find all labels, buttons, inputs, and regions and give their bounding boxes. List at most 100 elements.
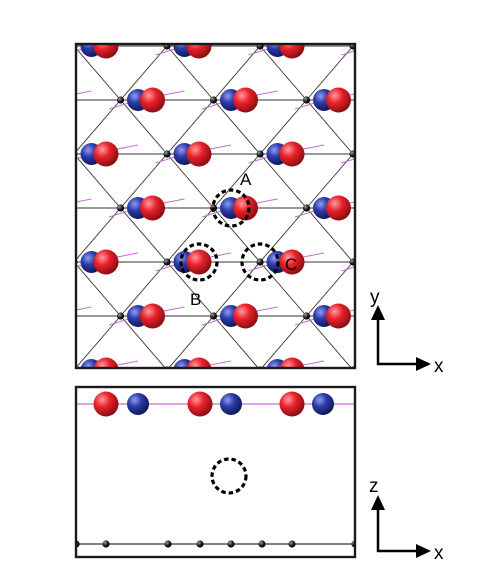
bond-line	[259, 261, 307, 317]
bond-line	[120, 207, 168, 263]
red-atom	[326, 87, 351, 113]
z-axis-label: z	[369, 476, 379, 497]
bond-line	[76, 315, 121, 368]
bond-line	[0, 100, 28, 154]
bond-line	[352, 153, 355, 158]
top-view-axes: y x	[370, 287, 444, 377]
bond-line	[0, 46, 28, 100]
bond-line	[16, 100, 45, 109]
bond-line	[0, 208, 28, 262]
red-atom	[326, 303, 351, 329]
bond-line	[371, 370, 390, 379]
site-c-marker	[240, 242, 280, 282]
bond-line	[0, 145, 45, 154]
side-view-atoms	[76, 391, 355, 548]
side-view-frame	[74, 385, 357, 559]
bond-line	[120, 153, 168, 209]
bond-line	[400, 154, 447, 208]
bond-line	[45, 316, 64, 325]
bond-line	[259, 44, 263, 47]
bond-line	[45, 415, 92, 424]
bond-line	[0, 253, 45, 262]
bond-line	[76, 47, 121, 101]
bond-line	[353, 370, 400, 424]
bond-line	[138, 415, 185, 424]
bond-line	[231, 424, 250, 433]
bond-line	[231, 415, 278, 424]
bond-line	[0, 361, 45, 370]
bond-line	[16, 316, 45, 325]
top-view-frame	[74, 42, 357, 370]
red-atom	[186, 44, 212, 59]
red-atom	[93, 357, 119, 368]
small-black-atom	[302, 312, 311, 320]
bond-line	[295, 424, 324, 433]
bond-line	[388, 100, 417, 109]
red-atom	[140, 195, 165, 221]
red-atom	[279, 141, 305, 167]
x-axis-label: x	[434, 356, 444, 377]
bond-line	[0, 0, 28, 46]
blue-atom	[312, 393, 334, 415]
bond-line	[307, 424, 354, 478]
bond-line	[92, 370, 111, 379]
bond-line	[249, 370, 278, 379]
bond-line	[63, 370, 92, 379]
bond-line	[259, 207, 307, 263]
bond-line	[120, 99, 168, 155]
small-black-atom	[256, 44, 264, 50]
bond-line	[0, 37, 45, 46]
bond-line	[166, 99, 214, 155]
red-atom	[279, 249, 305, 275]
bond-line	[45, 0, 64, 1]
bond-line	[400, 370, 447, 424]
blue-atom	[127, 393, 149, 415]
bond-line	[231, 0, 250, 1]
bond-line	[138, 0, 157, 1]
small-black-atom	[349, 258, 355, 266]
bond-line	[76, 90, 92, 95]
bond-line	[388, 208, 417, 217]
bond-line	[371, 37, 418, 46]
bond-line	[28, 262, 75, 316]
bond-line	[213, 315, 259, 368]
small-black-atom	[116, 96, 125, 104]
site-b-marker	[179, 242, 219, 282]
bond-line	[28, 46, 75, 100]
site-b-label: B	[190, 290, 201, 309]
bond-line	[121, 424, 168, 478]
bond-line	[109, 424, 138, 433]
small-black-atom	[209, 96, 218, 104]
small-black-atom	[258, 540, 266, 548]
red-atom	[233, 195, 258, 221]
bond-line	[400, 208, 447, 262]
bond-line	[259, 153, 307, 209]
bond-line	[120, 261, 168, 317]
bond-line	[0, 316, 28, 370]
small-black-atom	[302, 204, 311, 212]
bond-line	[295, 0, 324, 1]
red-atom	[186, 357, 212, 368]
x2-axis-label: x	[434, 543, 444, 564]
bond-line	[260, 424, 307, 478]
bond-line	[45, 424, 64, 433]
bond-line	[16, 208, 45, 217]
bond-line	[342, 370, 371, 379]
bond-line	[306, 153, 354, 209]
z-axis-arrowhead	[371, 495, 385, 510]
bond-line	[74, 424, 121, 478]
bond-line	[166, 44, 170, 47]
bond-line	[120, 315, 166, 368]
bond-line	[350, 44, 354, 47]
bond-line	[371, 154, 390, 163]
bond-line	[213, 207, 261, 263]
bond-line	[306, 45, 354, 101]
bond-line	[28, 370, 75, 424]
red-atom	[326, 195, 351, 221]
small-black-atom	[349, 150, 355, 158]
small-black-atom	[164, 540, 172, 548]
bond-line	[166, 153, 214, 209]
bond-line	[371, 253, 418, 262]
bond-line	[400, 262, 447, 316]
bond-line	[341, 266, 355, 272]
